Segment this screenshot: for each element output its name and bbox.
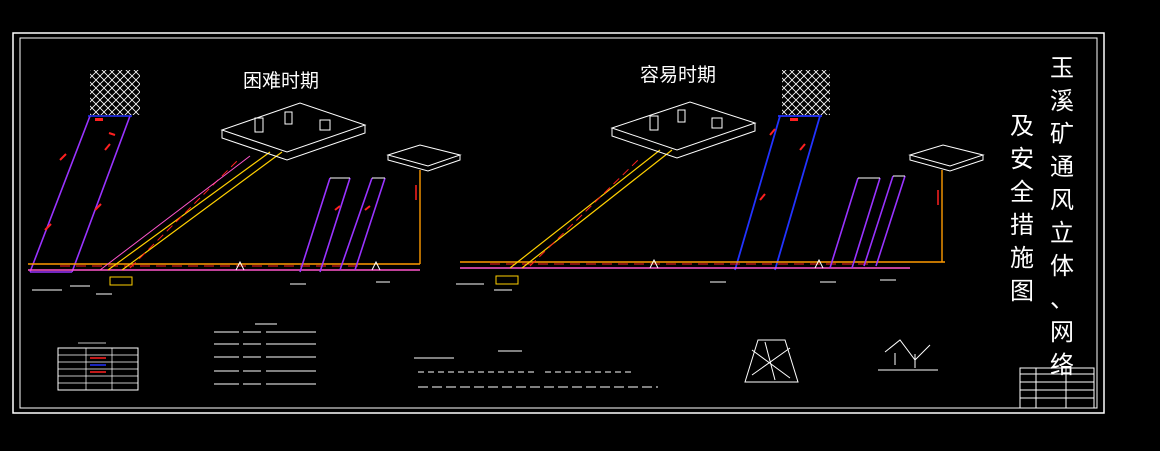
vertical-title-main-char-0: 玉 (1050, 54, 1074, 82)
title-difficult-period: 困难时期 (243, 70, 320, 92)
left-network (28, 70, 462, 295)
vertical-title-sub-char-0: 及 (1010, 112, 1034, 140)
vertical-title-main-char-7: 、 (1050, 285, 1074, 313)
right-network (456, 70, 985, 291)
airflow-route-legend (414, 350, 658, 388)
section-detail-2 (878, 339, 938, 371)
vertical-title-sub-char-3: 措 (1010, 211, 1034, 239)
vertical-title-main-char-2: 矿 (1050, 120, 1074, 148)
vertical-title-main-char-5: 立 (1050, 219, 1074, 247)
section-detail-1 (744, 339, 799, 383)
legend-table (57, 342, 139, 391)
outer-frame (12, 32, 1105, 414)
vertical-title-main-char-6: 体 (1050, 252, 1074, 280)
inner-frame (19, 37, 1098, 409)
title-block (1019, 367, 1095, 409)
title-easy-period: 容易时期 (640, 64, 717, 86)
vertical-title-main-char-4: 风 (1050, 186, 1074, 214)
vertical-title-sub-char-2: 全 (1010, 178, 1034, 206)
vertical-title-sub-char-4: 施 (1010, 244, 1034, 272)
surface-block-right (782, 70, 830, 115)
symbol-notes (214, 323, 316, 385)
surface-block-left (90, 70, 140, 115)
vertical-title-main-char-8: 网 (1050, 318, 1074, 346)
vertical-title-main-char-1: 溪 (1050, 87, 1074, 115)
vertical-title-main-char-9: 络 (1050, 351, 1074, 379)
vertical-title-sub: 及安全措施图 (1008, 110, 1036, 308)
vertical-title-sub-char-1: 安 (1010, 145, 1034, 173)
vertical-title-main: 玉溪矿通风立体、网络 (1048, 52, 1076, 382)
vertical-title-sub-char-5: 图 (1010, 277, 1034, 305)
vertical-title-main-char-3: 通 (1050, 153, 1074, 181)
